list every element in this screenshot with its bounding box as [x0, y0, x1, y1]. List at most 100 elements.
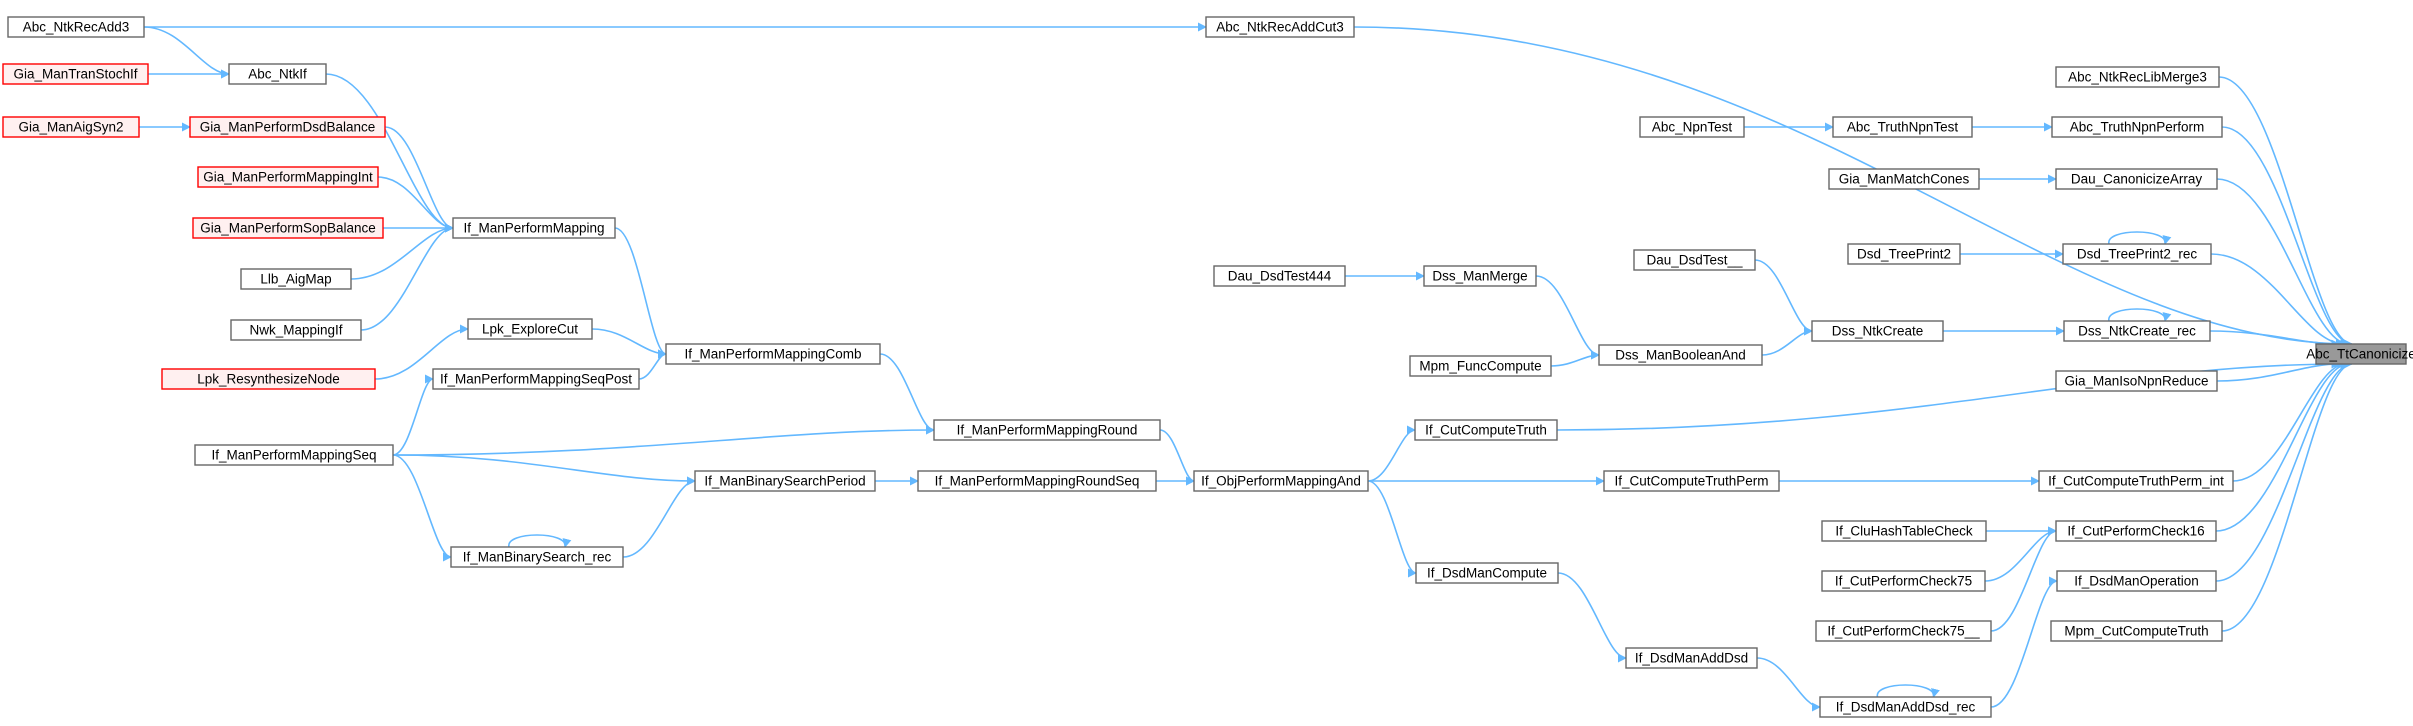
node-if-cutperformcheck75[interactable]: If_CutPerformCheck75 — [1821, 570, 1986, 592]
edge-n1-n4 — [143, 26, 230, 79]
edge-n31-n32 — [1761, 326, 1813, 356]
node-label: If_ManBinarySearch_rec — [463, 550, 612, 565]
node-label: Gia_ManAigSyn2 — [18, 120, 123, 135]
node-label: Dau_DsdTest444 — [1228, 269, 1332, 284]
node-llb-aigmap[interactable]: Llb_AigMap — [240, 268, 352, 290]
node-if-manbinarysearchperiod[interactable]: If_ManBinarySearchPeriod — [694, 470, 876, 492]
edge-path — [1367, 480, 1417, 578]
node-abc-truthnpnperform[interactable]: Abc_TruthNpnPerform — [2051, 116, 2223, 138]
node-abc-ttcanonicize[interactable]: Abc_TtCanonicize — [2306, 343, 2413, 365]
node-box — [694, 470, 876, 492]
node-dss-manmerge[interactable]: Dss_ManMerge — [1423, 265, 1537, 287]
node-gia-manmatchcones[interactable]: Gia_ManMatchCones — [1828, 168, 1980, 190]
edge-path — [1550, 350, 1600, 367]
node-if-dsdmanoperation[interactable]: If_DsdManOperation — [2056, 570, 2217, 592]
edge-path — [392, 374, 434, 456]
edge-n20-n18 — [622, 476, 696, 558]
node-if-dsdmancompute[interactable]: If_DsdManCompute — [1415, 562, 1559, 584]
edge-path — [384, 126, 454, 233]
node-if-cutcomputetruthperm[interactable]: If_CutComputeTruthPerm — [1603, 470, 1780, 492]
node-box — [2055, 370, 2218, 392]
node-if-manperformmappingseq[interactable]: If_ManPerformMappingSeq — [194, 444, 394, 466]
node-abc-ntkif[interactable]: Abc_NtkIf — [228, 63, 327, 85]
node-label: If_ManPerformMapping — [463, 221, 604, 236]
node-label: If_CutComputeTruthPerm — [1614, 474, 1768, 489]
node-label: Abc_NtkIf — [248, 67, 307, 82]
node-if-cutcomputetruth[interactable]: If_CutComputeTruth — [1414, 419, 1558, 441]
node-abc-truthnpntest[interactable]: Abc_TruthNpnTest — [1832, 116, 1973, 138]
edge-path — [1876, 684, 1940, 698]
edge-path — [2210, 253, 2345, 349]
node-lpk-explorecut[interactable]: Lpk_ExploreCut — [467, 318, 593, 340]
node-dau-dsdtest444[interactable]: Dau_DsdTest444 — [1213, 265, 1346, 287]
node-box — [1819, 696, 1992, 718]
node-if-manbinarysearch-rec[interactable]: If_ManBinarySearch_rec — [450, 546, 624, 568]
node-box — [1423, 265, 1537, 287]
node-dau-canonicizearray[interactable]: Dau_CanonicizeArray — [2055, 168, 2218, 190]
edge-path — [879, 353, 935, 435]
node-gia-manaigsyn2[interactable]: Gia_ManAigSyn2 — [2, 116, 140, 138]
node-if-cutcomputetruthperm-int[interactable]: If_CutComputeTruthPerm_int — [2038, 470, 2234, 492]
node-label: If_CutPerformCheck75__ — [1827, 624, 1980, 639]
node-abc-ntkrecadd3[interactable]: Abc_NtkRecAdd3 — [7, 16, 145, 38]
node-dss-manbooleanand[interactable]: Dss_ManBooleanAnd — [1598, 344, 1763, 366]
node-mpm-funccompute[interactable]: Mpm_FuncCompute — [1409, 355, 1552, 377]
node-abc-ntkreclibmerge3[interactable]: Abc_NtkRecLibMerge3 — [2055, 66, 2220, 88]
edge-path — [1557, 572, 1627, 663]
node-if-manperformmappingcomb[interactable]: If_ManPerformMappingComb — [665, 343, 881, 365]
node-nwk-mappingif[interactable]: Nwk_MappingIf — [230, 319, 362, 341]
node-box — [240, 268, 352, 290]
node-gia-manperformmappingint[interactable]: Gia_ManPerformMappingInt — [197, 166, 379, 188]
edge-n43-n50 — [2232, 359, 2347, 482]
node-if-dsdmanadddsd[interactable]: If_DsdManAddDsd — [1625, 647, 1758, 669]
node-lpk-resynthesizenode[interactable]: Lpk_ResynthesizeNode — [161, 368, 376, 390]
node-dss-ntkcreate-rec[interactable]: Dss_NtkCreate_rec — [2063, 320, 2211, 342]
edge-path — [2221, 126, 2353, 349]
node-dau-dsdtest[interactable]: Dau_DsdTest__ — [1633, 249, 1756, 271]
node-abc-ntkrecaddcut3[interactable]: Abc_NtkRecAddCut3 — [1205, 16, 1355, 38]
node-dss-ntkcreate[interactable]: Dss_NtkCreate — [1811, 320, 1944, 342]
node-label: If_ManPerformMappingSeqPost — [440, 372, 632, 387]
node-label: Abc_NtkRecLibMerge3 — [2068, 70, 2207, 85]
node-if-cutperformcheck75[interactable]: If_CutPerformCheck75__ — [1815, 620, 1992, 642]
node-label: Dsd_TreePrint2_rec — [2077, 247, 2198, 262]
node-gia-manperformdsdbalance[interactable]: Gia_ManPerformDsdBalance — [189, 116, 386, 138]
node-label: If_DsdManAddDsd_rec — [1836, 700, 1976, 715]
edge-path — [350, 223, 454, 280]
node-dsd-treeprint2-rec[interactable]: Dsd_TreePrint2_rec — [2062, 243, 2212, 265]
edge-n16-n20 — [392, 454, 452, 562]
node-box — [1598, 344, 1763, 366]
node-if-cluhashtablecheck[interactable]: If_CluHashTableCheck — [1821, 520, 1987, 542]
node-abc-npntest[interactable]: Abc_NpnTest — [1639, 116, 1745, 138]
node-gia-mantranstochif[interactable]: Gia_ManTranStochIf — [2, 63, 149, 85]
node-if-manperformmapping[interactable]: If_ManPerformMapping — [452, 217, 616, 239]
node-label: Lpk_ResynthesizeNode — [197, 372, 340, 387]
node-mpm-cutcomputetruth[interactable]: Mpm_CutComputeTruth — [2050, 620, 2223, 642]
edge-path — [1754, 259, 1813, 336]
edge-n6-n9 — [384, 126, 454, 233]
edge-path — [377, 176, 454, 233]
edge-path — [2218, 76, 2353, 349]
edge-n26-n26 — [1876, 684, 1940, 698]
node-box — [1832, 116, 1973, 138]
node-if-manperformmappinground[interactable]: If_ManPerformMappingRound — [933, 419, 1161, 441]
node-if-cutperformcheck16[interactable]: If_CutPerformCheck16 — [2055, 520, 2217, 542]
node-box — [665, 343, 881, 365]
edge-n17-n21 — [1159, 429, 1195, 486]
edge-n30-n31 — [1550, 350, 1600, 367]
node-gia-manperformsopbalance[interactable]: Gia_ManPerformSopBalance — [192, 217, 384, 239]
node-box — [1205, 16, 1355, 38]
node-box — [230, 319, 362, 341]
node-if-objperformmappingand[interactable]: If_ObjPerformMappingAnd — [1193, 470, 1369, 492]
node-box — [192, 217, 384, 239]
node-if-manperformmappingseqpost[interactable]: If_ManPerformMappingSeqPost — [432, 368, 640, 390]
edge-path — [638, 349, 667, 380]
node-label: Lpk_ExploreCut — [482, 322, 578, 337]
node-gia-manisonpnreduce[interactable]: Gia_ManIsoNpnReduce — [2055, 370, 2218, 392]
edge-path — [2232, 359, 2347, 482]
node-label: If_DsdManOperation — [2074, 574, 2199, 589]
node-if-dsdmanadddsd-rec[interactable]: If_DsdManAddDsd_rec — [1819, 696, 1992, 718]
node-dsd-treeprint2[interactable]: Dsd_TreePrint2 — [1847, 243, 1961, 265]
node-if-manperformmappingroundseq[interactable]: If_ManPerformMappingRoundSeq — [917, 470, 1157, 492]
node-box — [2056, 570, 2217, 592]
